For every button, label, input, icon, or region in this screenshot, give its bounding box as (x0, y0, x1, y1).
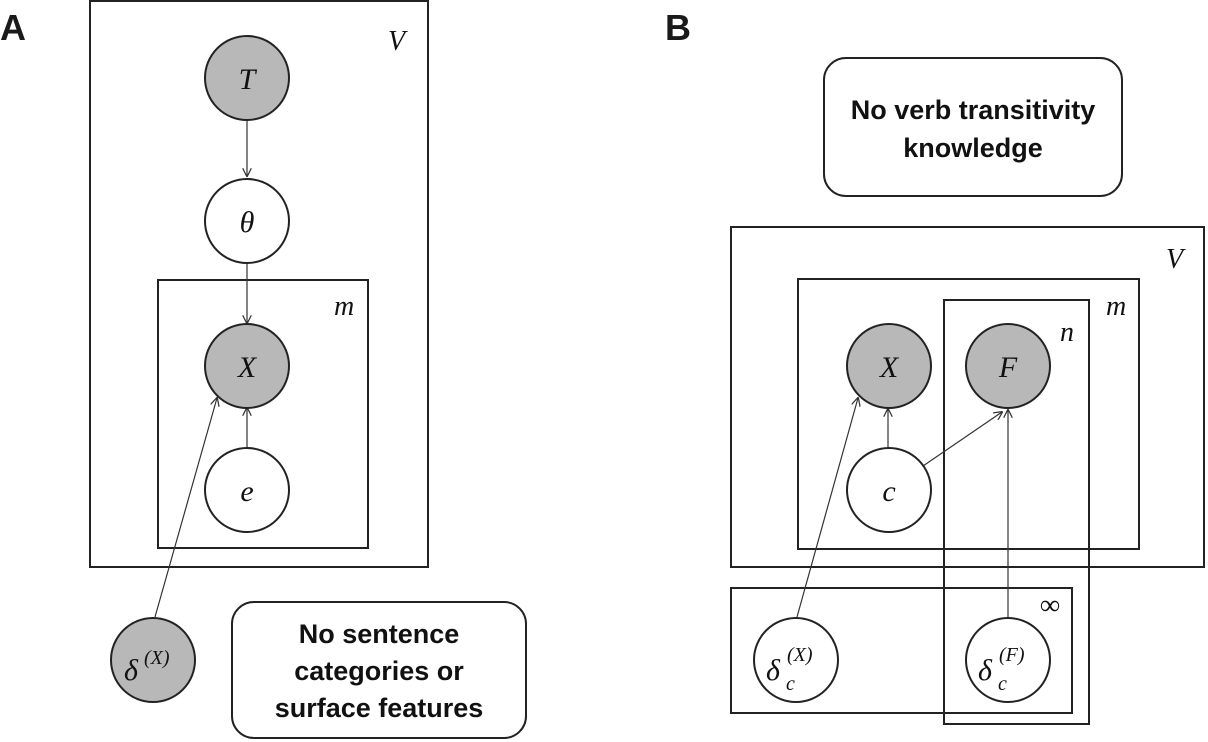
node-theta-label: θ (240, 206, 255, 239)
note-box-b: No verb transitivity knowledge (823, 57, 1123, 197)
node-x-a-label: X (237, 351, 258, 384)
node-delta-x-a-sup: (X) (144, 647, 170, 669)
node-delta-c-x: δ c (X) (753, 617, 839, 703)
plate-n (943, 299, 1090, 725)
note-b-line2: knowledge (903, 133, 1043, 163)
note-a-line2: categories or (294, 656, 464, 686)
plate-m-a (157, 279, 369, 549)
note-a-line3: surface features (275, 693, 484, 723)
plate-v-b (730, 226, 1205, 568)
plate-v-b-label: V (1166, 244, 1186, 275)
node-c: c (846, 447, 932, 533)
panel-b: B No verb transitivity knowledge V m n ∞… (665, 7, 1205, 725)
node-delta-c-x-sub: c (786, 673, 795, 695)
node-t-label: T (239, 63, 258, 96)
plate-v-a (89, 0, 429, 568)
plate-m-b-label: m (1106, 291, 1126, 322)
node-delta-c-x-base: δ (766, 654, 781, 687)
node-delta-c-f: δ c (F) (965, 617, 1051, 703)
plate-m-a-label: m (334, 291, 354, 322)
node-delta-c-f-sup: (F) (999, 644, 1025, 666)
panel-a: A V m T θ X e δ (X) (0, 0, 527, 739)
node-delta-x-a: δ (X) (110, 617, 196, 703)
panel-b-letter: B (665, 7, 691, 48)
plate-v-a-label: V (388, 26, 408, 57)
note-b-line1: No verb transitivity (851, 95, 1096, 125)
node-e: e (204, 447, 290, 533)
node-delta-c-f-sub: c (998, 673, 1007, 695)
plate-infinity (730, 587, 1073, 714)
plate-n-label: n (1060, 317, 1074, 348)
node-delta-x-a-base: δ (124, 654, 139, 687)
node-theta: θ (204, 178, 290, 264)
node-f: F (965, 323, 1051, 409)
node-delta-c-f-base: δ (978, 654, 993, 687)
edge-delta-x-b (796, 398, 858, 618)
edge-c-f (922, 412, 1002, 467)
plate-m-b (797, 278, 1140, 550)
node-delta-c-x-sup: (X) (787, 644, 813, 666)
note-box-a: No sentence categories or surface featur… (231, 601, 527, 739)
node-c-label: c (882, 475, 895, 508)
node-f-label: F (998, 351, 1018, 384)
note-a-line1: No sentence (299, 619, 460, 649)
node-e-label: e (240, 475, 253, 508)
plate-infinity-label: ∞ (1040, 590, 1060, 621)
node-x-b: X (846, 323, 932, 409)
node-t: T (204, 35, 290, 121)
panel-a-letter: A (0, 7, 26, 48)
node-x-a: X (204, 323, 290, 409)
node-x-b-label: X (879, 351, 900, 384)
edge-delta-x-a (154, 398, 217, 618)
